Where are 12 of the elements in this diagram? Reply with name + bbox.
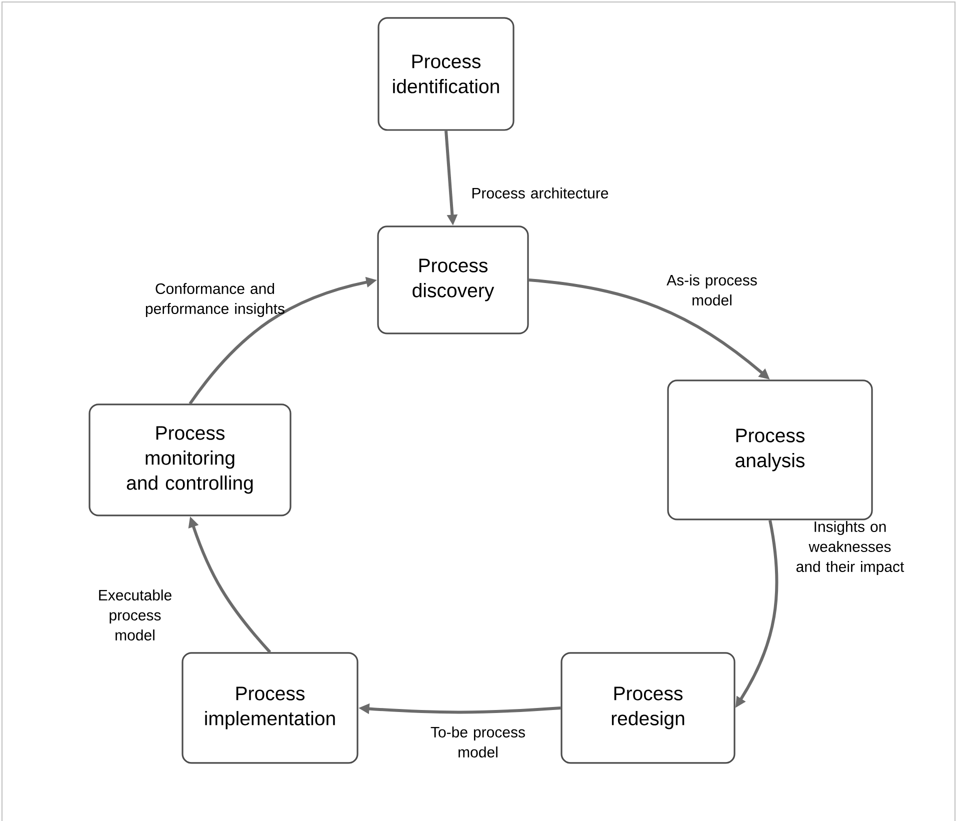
edge-label: Insights on weaknesses and their impact bbox=[796, 521, 904, 575]
edge-label: Process architecture bbox=[472, 187, 608, 198]
edge-label: As-is process model bbox=[666, 274, 757, 306]
edge-label: Executable process model bbox=[99, 589, 172, 640]
process-box: Process discovery bbox=[377, 226, 529, 334]
process-box: Process monitoring and controlling bbox=[88, 404, 292, 516]
process-box: Process analysis bbox=[667, 380, 873, 520]
process-box: Process implementation bbox=[182, 652, 358, 764]
edge-label: Conformance and performance insights bbox=[146, 283, 284, 317]
edge-label: To-be process model bbox=[430, 726, 525, 758]
process-box: Process identification bbox=[378, 17, 514, 131]
process-box: Process redesign bbox=[560, 652, 736, 764]
